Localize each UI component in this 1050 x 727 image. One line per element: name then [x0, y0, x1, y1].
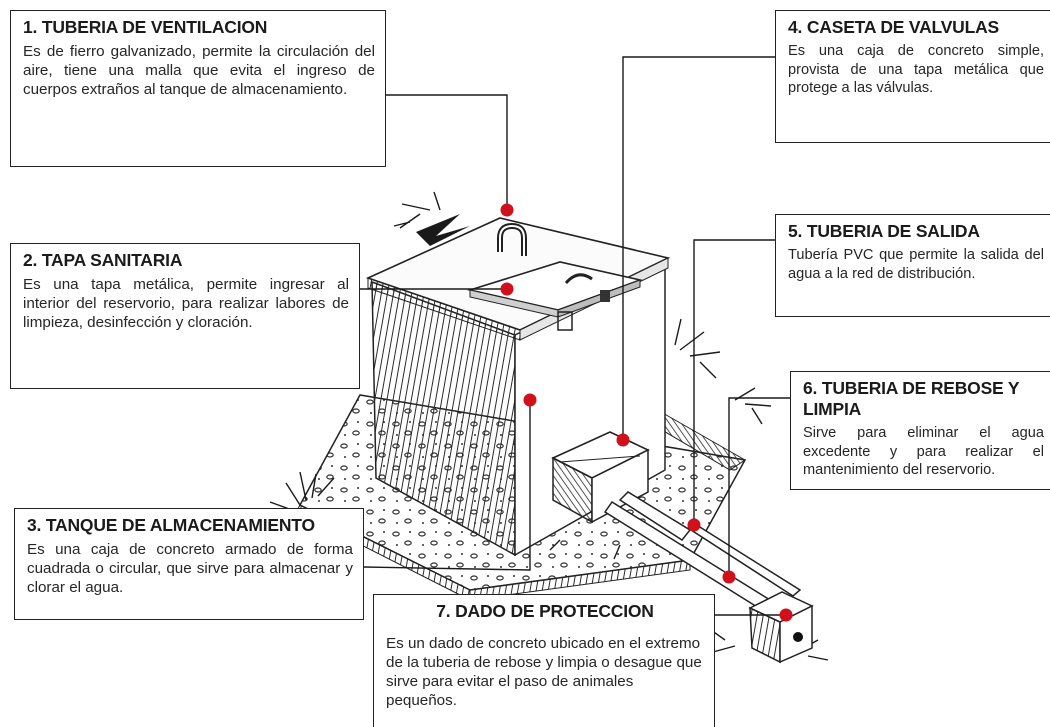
callout-text: Tubería PVC que permite la salida del ag… [788, 247, 1044, 282]
callout-text: Es una tapa metálica, permite ingresar a… [23, 276, 349, 331]
callout-ventilation-pipe: 1. TUBERIA DE VENTILACION Es de fierro g… [10, 10, 386, 167]
callout-valve-box: 4. CASETA DE VALVULAS Es una caja de con… [775, 10, 1050, 143]
callout-text: Sirve para eliminar el agua excedente y … [803, 425, 1044, 478]
grass-patch [416, 214, 470, 246]
marker-4 [616, 433, 630, 447]
callout-text: Es una caja de concreto simple, provista… [788, 43, 1044, 96]
callout-text: Es una caja de concreto armado de forma … [27, 541, 353, 596]
marker-2 [500, 282, 514, 296]
callout-protection-block: 7. DADO DE PROTECCION Es un dado de conc… [373, 594, 715, 727]
marker-6 [722, 570, 736, 584]
callout-title: 5. TUBERIA DE SALIDA [788, 221, 980, 241]
callout-title: 3. TANQUE DE ALMACENAMIENTO [27, 515, 315, 535]
marker-7 [779, 608, 793, 622]
marker-1 [500, 203, 514, 217]
callout-text: Es de fierro galvanizado, permite la cir… [23, 43, 375, 98]
callout-title: 6. TUBERIA DE REBOSE Y LIMPIA [803, 378, 1020, 419]
callout-title: 7. DADO DE PROTECCION [436, 601, 654, 621]
callout-title: 4. CASETA DE VALVULAS [788, 17, 1000, 37]
leader-lines [360, 56, 790, 616]
grass [269, 191, 829, 661]
valve-box [551, 431, 650, 524]
callout-overflow-pipe: 6. TUBERIA DE REBOSE Y LIMPIA Sirve para… [790, 371, 1050, 490]
callout-storage-tank: 3. TANQUE DE ALMACENAMIENTO Es una caja … [14, 508, 364, 620]
markers [500, 203, 793, 622]
callout-text: Es un dado de concreto ubicado en el ext… [386, 635, 702, 709]
callout-outlet-pipe: 5. TUBERIA DE SALIDA Tubería PVC que per… [775, 214, 1050, 317]
marker-3 [523, 393, 537, 407]
marker-5 [687, 518, 701, 532]
callout-sanitary-cover: 2. TAPA SANITARIA Es una tapa metálica, … [10, 243, 360, 389]
callout-title: 2. TAPA SANITARIA [23, 250, 183, 270]
callout-title: 1. TUBERIA DE VENTILACION [23, 17, 268, 37]
